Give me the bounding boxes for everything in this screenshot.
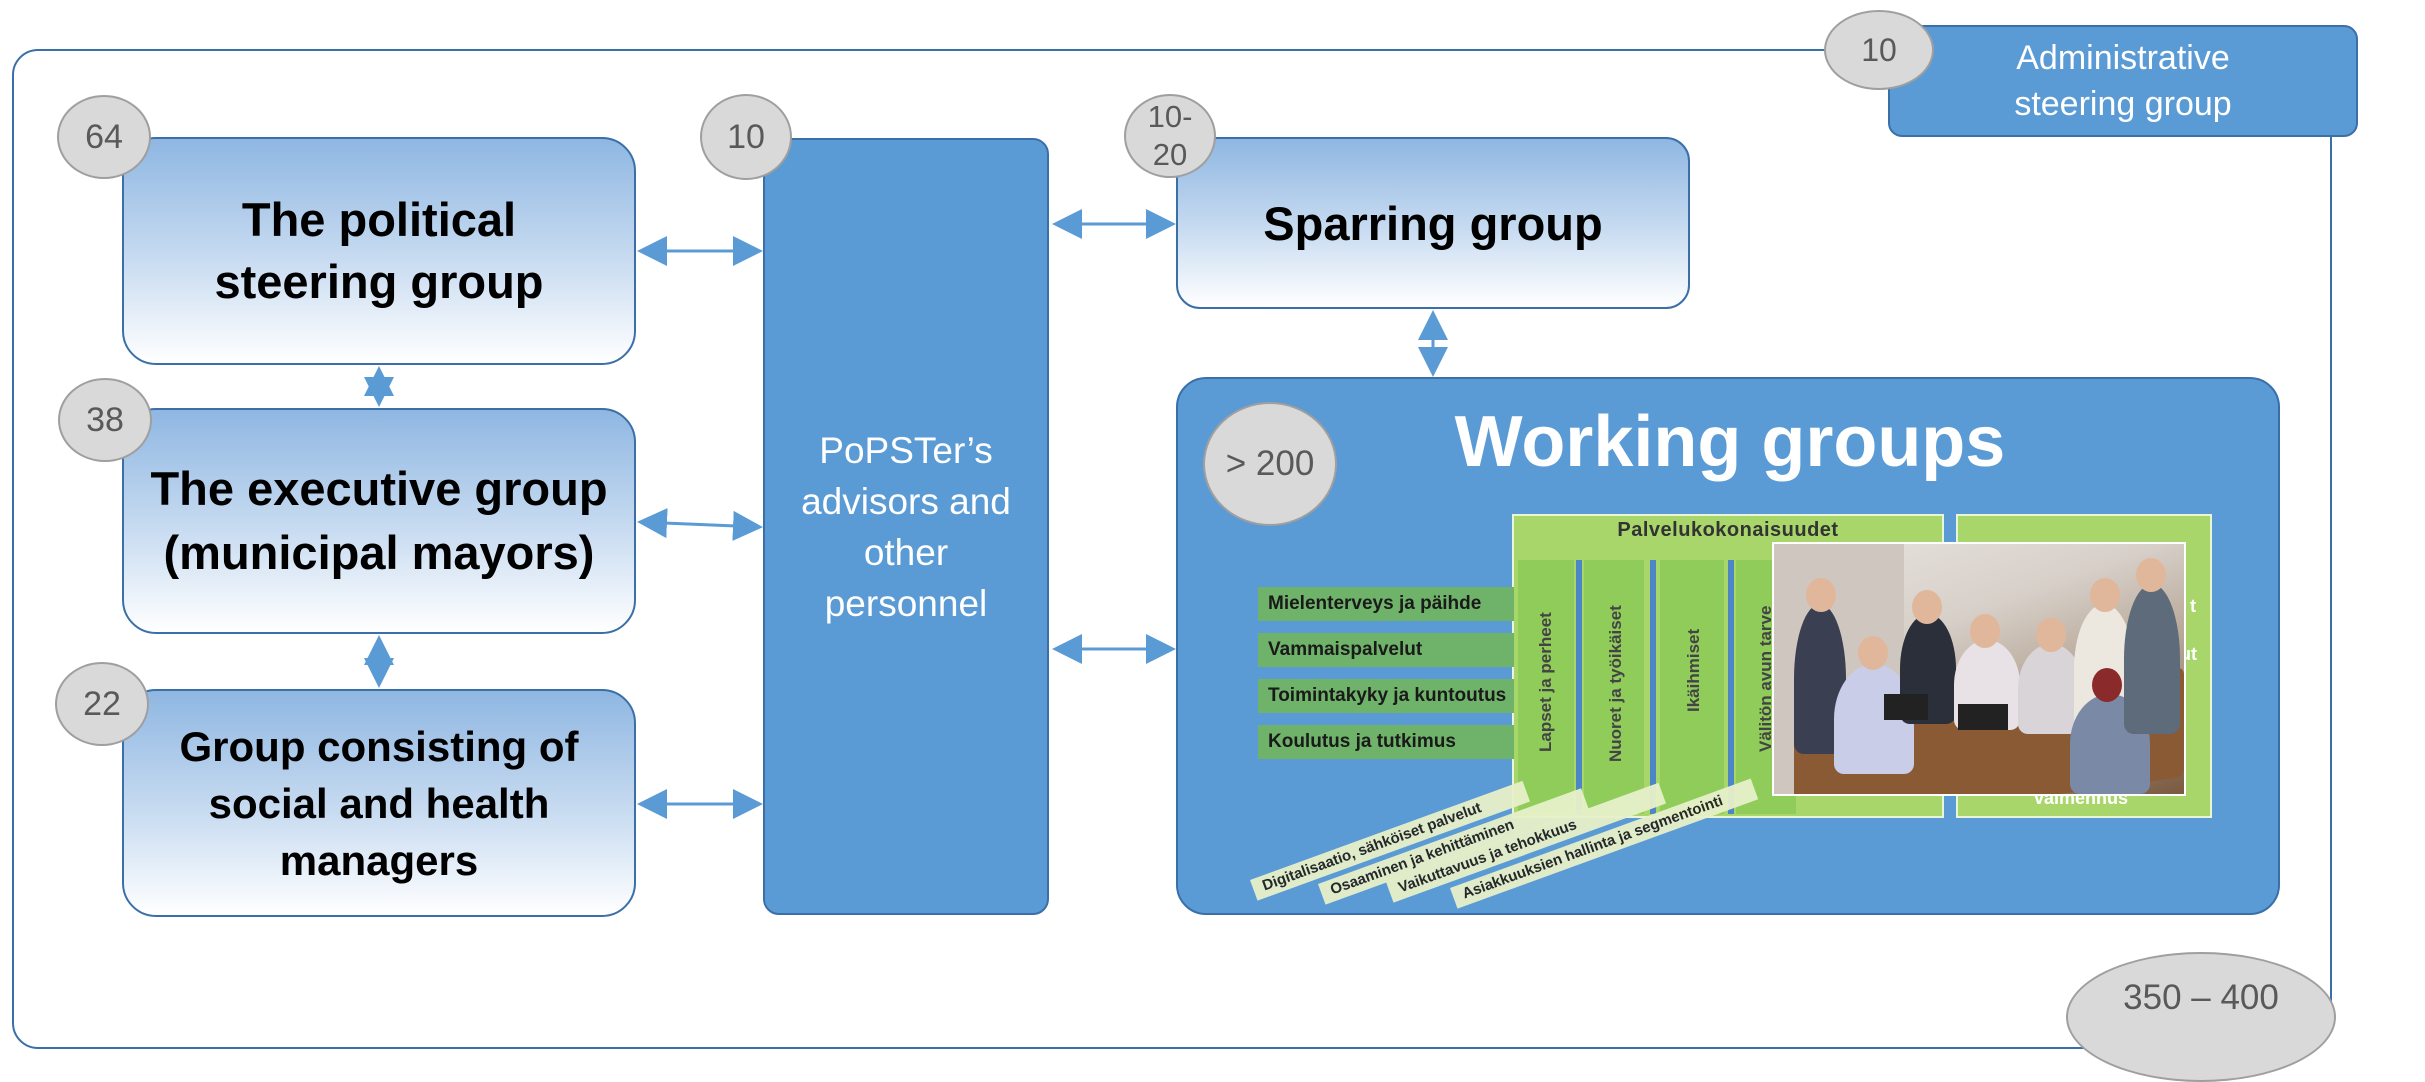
executive-count-badge: 38 bbox=[58, 378, 152, 462]
photo-person-head bbox=[2092, 668, 2122, 702]
popster-line-2: advisors and bbox=[801, 480, 1011, 522]
sparring-count-badge: 10- 20 bbox=[1124, 94, 1216, 178]
matrix-row: Mielenterveys ja päihde bbox=[1258, 587, 1514, 621]
sparring-count-line-1: 10- bbox=[1147, 99, 1193, 134]
connector-arrows bbox=[364, 209, 1448, 819]
matrix-row: Vammaispalvelut bbox=[1258, 633, 1514, 667]
working-groups-count-badge: > 200 bbox=[1203, 402, 1337, 526]
photo-person-head bbox=[2136, 558, 2166, 592]
photo-person-head bbox=[2090, 578, 2120, 612]
managers-count-badge: 22 bbox=[55, 662, 149, 746]
working-groups-title: Working groups bbox=[1454, 402, 2006, 482]
matrix-divider bbox=[1728, 560, 1734, 814]
photo-person-head bbox=[1806, 578, 1836, 612]
arrow-executive-popster bbox=[637, 508, 763, 541]
executive-line-2: (municipal mayors) bbox=[163, 526, 595, 579]
admin-line-2: steering group bbox=[2014, 85, 2232, 123]
photo-person-head bbox=[1970, 614, 2000, 648]
matrix-divider bbox=[1576, 560, 1582, 814]
popster-line-3: other bbox=[863, 531, 949, 573]
service-matrix-header: Palvelukokonaisuudet bbox=[1617, 519, 1839, 541]
matrix-column bbox=[1584, 560, 1644, 814]
matrix-column bbox=[1518, 560, 1574, 814]
matrix-row: Toimintakyky ja kuntoutus bbox=[1258, 679, 1514, 713]
political-line-2: steering group bbox=[214, 255, 544, 308]
photo-person bbox=[2124, 584, 2180, 734]
political-count-badge: 64 bbox=[57, 95, 151, 179]
admin-line-1: Administrative bbox=[2016, 39, 2230, 77]
admin-count-badge: 10 bbox=[1824, 10, 1934, 90]
photo-person-head bbox=[1858, 636, 1888, 670]
popster-line-4: personnel bbox=[824, 582, 988, 624]
popster-advisors-box: PoPSTer’s advisors and other personnel bbox=[763, 138, 1049, 915]
managers-group-box: Group consisting of social and health ma… bbox=[122, 689, 636, 917]
managers-line-3: managers bbox=[279, 836, 479, 884]
right-fragment-1: t bbox=[2190, 596, 2196, 616]
executive-line-1: The executive group bbox=[150, 462, 608, 515]
popster-count-badge: 10 bbox=[700, 94, 792, 180]
political-line-1: The political bbox=[241, 193, 517, 246]
sparring-count-line-2: 20 bbox=[1152, 137, 1188, 172]
photo-person-head bbox=[1912, 590, 1942, 624]
photo-person bbox=[2018, 644, 2084, 734]
matrix-divider bbox=[1650, 560, 1656, 814]
managers-line-2: social and health bbox=[208, 779, 550, 827]
photo-laptop bbox=[1884, 694, 1928, 720]
photo-laptop bbox=[1958, 704, 2008, 730]
photo-person-head bbox=[2036, 618, 2066, 652]
matrix-row: Koulutus ja tutkimus bbox=[1258, 725, 1514, 759]
matrix-column bbox=[1660, 560, 1724, 814]
popster-line-1: PoPSTer’s bbox=[819, 429, 993, 471]
managers-line-1: Group consisting of bbox=[179, 722, 579, 770]
political-steering-group-box: The political steering group bbox=[122, 137, 636, 365]
sparring-group-box: Sparring group bbox=[1176, 137, 1690, 309]
working-group-photo bbox=[1772, 542, 2186, 796]
executive-group-box: The executive group (municipal mayors) bbox=[122, 408, 636, 634]
administrative-steering-group-box: Administrative steering group bbox=[1888, 25, 2358, 137]
